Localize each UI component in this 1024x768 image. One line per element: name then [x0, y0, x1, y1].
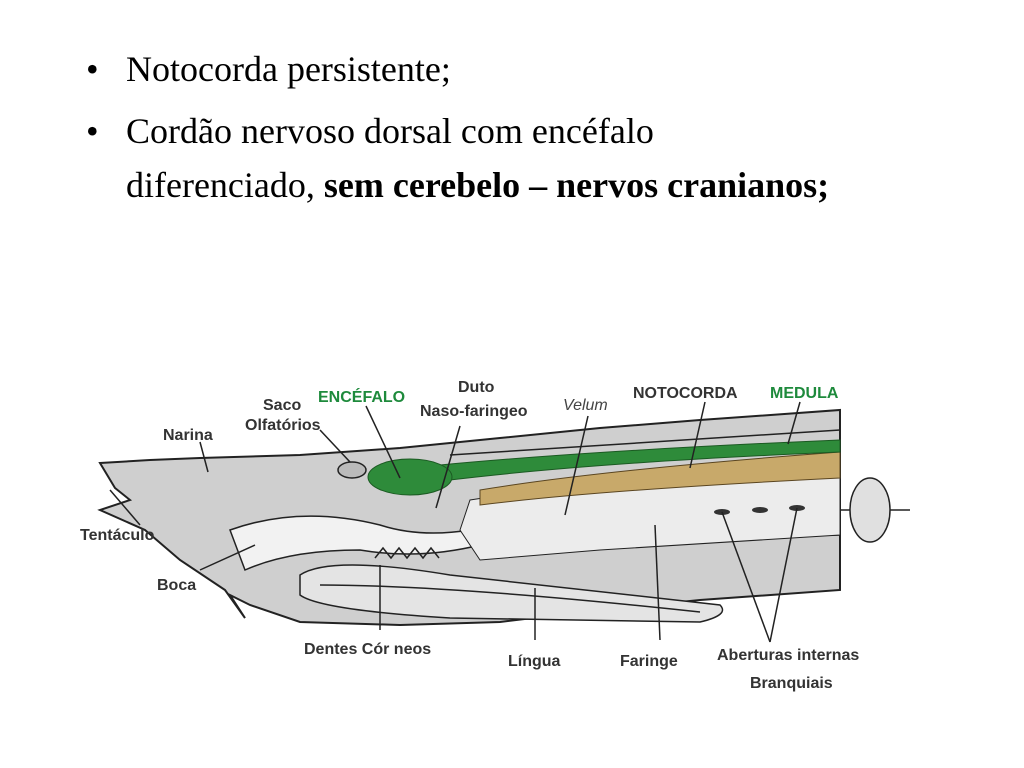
label-lingua: Língua: [508, 653, 561, 670]
label-duto: Duto: [458, 379, 495, 396]
label-dentes: Dentes Cór neos: [304, 641, 431, 658]
label-narina: Narina: [163, 427, 213, 444]
leader-boca: [199, 544, 256, 571]
bullet-dot: •: [86, 49, 99, 89]
tongue-inner-line: [319, 584, 701, 613]
bullet-text: Notocorda persistente;: [126, 49, 451, 89]
bullet-cordao-nervoso: • Cordão nervoso dorsal com encéfalo dif…: [86, 104, 846, 212]
leader-faringe: [654, 524, 661, 641]
bullet-text-normal: Cordão nervoso dorsal com encéfalo difer…: [126, 111, 654, 205]
horny-teeth: [374, 546, 440, 560]
right-bulb: [849, 477, 891, 543]
label-faringe: Faringe: [620, 653, 678, 670]
label-branquiais: Branquiais: [750, 675, 833, 692]
gill-opening: [752, 507, 768, 513]
nerve-cord: [439, 439, 841, 481]
leader-velum: [564, 415, 589, 516]
leader-aberturas-1: [721, 511, 771, 643]
leader-aberturas-2: [769, 507, 798, 643]
label-notocorda: NOTOCORDA: [633, 385, 738, 402]
leader-notocorda: [689, 401, 706, 469]
leader-duto: [435, 425, 461, 509]
leader-tentaculo: [109, 489, 141, 526]
leader-saco: [319, 429, 351, 463]
leader-encefalo: [365, 405, 401, 479]
bullet-dot: •: [86, 111, 99, 151]
label-velum: Velum: [563, 397, 608, 414]
lamprey-anatomy-diagram: ENCÉFALO Saco Olfatórios Duto Naso-farin…: [80, 379, 910, 692]
label-saco: Saco: [263, 397, 301, 414]
label-tentaculo: Tentáculo: [80, 527, 155, 544]
label-medula: MEDULA: [770, 385, 839, 402]
bullet-list: • Notocorda persistente; • Cordão nervos…: [86, 42, 846, 220]
label-encefalo: ENCÉFALO: [318, 387, 405, 406]
olfactory-sac: [337, 461, 367, 479]
bullet-text-bold: sem cerebelo – nervos cranianos;: [323, 165, 830, 205]
label-olfatorios: Olfatórios: [245, 417, 321, 434]
label-boca: Boca: [157, 577, 196, 594]
label-aberturas: Aberturas internas: [717, 647, 859, 664]
body-upper-line: [449, 429, 841, 456]
leader-narina: [199, 441, 209, 473]
label-naso-faringeo: Naso-faringeo: [420, 403, 528, 420]
brain: [367, 458, 453, 496]
bullet-notocorda: • Notocorda persistente;: [86, 42, 846, 96]
leader-medula: [787, 401, 801, 445]
